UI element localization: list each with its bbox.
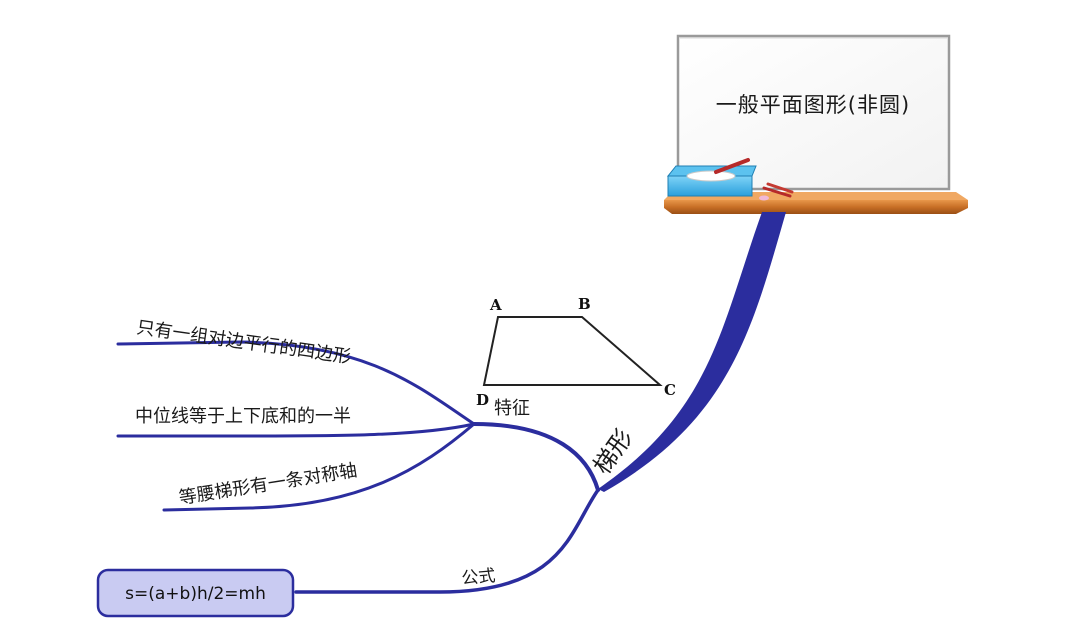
formula-box [96, 568, 295, 618]
whiteboard-frame [676, 34, 951, 191]
shelf [664, 192, 968, 214]
feature-item-2[interactable]: 中位线等于上下底和的一半 [135, 406, 351, 427]
vertex-label-d: D [476, 391, 489, 409]
main-branch-ribbon [598, 212, 786, 492]
vertex-label-a: A [489, 296, 502, 314]
branch-line-formula [294, 488, 600, 594]
vertex-label-c: C [664, 381, 676, 399]
tray-icon [666, 158, 757, 197]
vertex-label-b: B [578, 295, 591, 313]
trapezoid-illustration: A B C D [476, 295, 676, 409]
formula-value: s=(a+b)h/2=mh [125, 584, 266, 604]
branch-line-feature-3 [162, 422, 476, 512]
trapezoid-shape [482, 316, 663, 386]
formula-node[interactable]: s=(a+b)h/2=mh [96, 568, 295, 618]
pencils-icon [759, 182, 794, 201]
branch-line-features [472, 422, 600, 492]
root-title: 一般平面图形(非圆) [716, 93, 910, 117]
branch-line-feature-2 [116, 422, 476, 438]
branch-line-feature-1 [116, 340, 476, 426]
subtopic-label-formula[interactable]: 公式 [461, 566, 497, 589]
subtopic-label-features[interactable]: 特征 [494, 398, 530, 419]
branch-lines [116, 212, 786, 594]
feature-item-3[interactable]: 等腰梯形有一条对称轴 [177, 460, 358, 509]
root-node-whiteboard[interactable]: 一般平面图形(非圆) [664, 34, 968, 214]
